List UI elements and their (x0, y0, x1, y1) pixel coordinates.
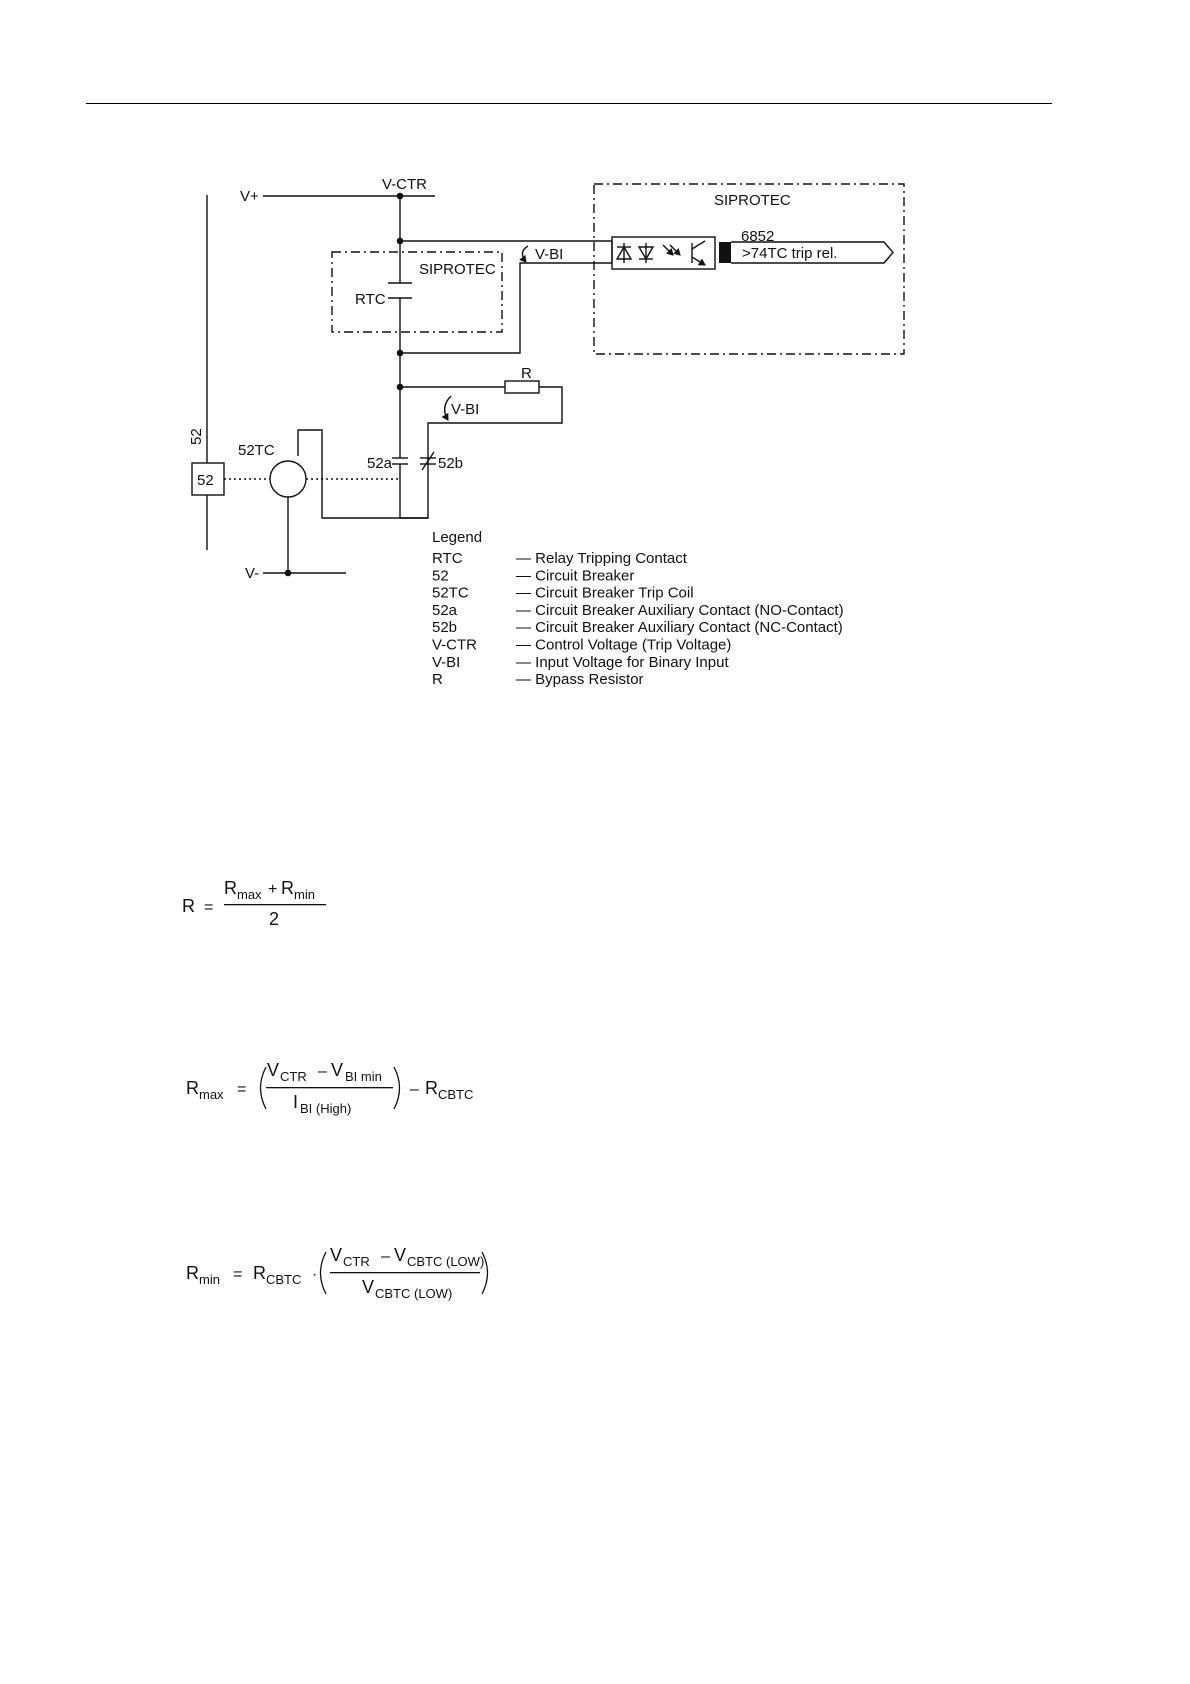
contact-52b-label: 52b (438, 455, 463, 472)
v-bi-upper-arrow (519, 245, 529, 263)
fraction-bar (266, 1087, 393, 1089)
v-plus-label: V+ (240, 188, 259, 205)
formula-term: R (224, 878, 237, 898)
formula-lhs: R (186, 1078, 199, 1098)
formula-subscript: CBTC (438, 1087, 473, 1102)
siprotec-large-label: SIPROTEC (714, 192, 791, 209)
legend-key: 52TC (432, 585, 469, 602)
formula-subscript: CBTC (LOW) (375, 1286, 452, 1301)
formula-subscript: max (199, 1087, 224, 1102)
v-bi-upper-label: V-BI (535, 246, 563, 263)
breaker-52-box (191, 462, 225, 496)
bypass-resistor (504, 380, 540, 394)
legend-key: 52b (432, 619, 457, 636)
legend-key: R (432, 671, 443, 688)
formula-term: V (394, 1245, 406, 1265)
siprotec-small-label: SIPROTEC (419, 261, 496, 278)
fraction-bar (224, 904, 326, 906)
trip-coil-52tc (269, 460, 307, 498)
formula-term: V (267, 1060, 279, 1080)
formula-operator: – (381, 1248, 390, 1265)
msg-number-label: 6852 (741, 228, 774, 245)
formula-subscript: BI min (345, 1069, 382, 1084)
msg-text-label: >74TC trip rel. (742, 245, 837, 262)
resistor-branch-return (297, 386, 563, 519)
formula-subscript: CBTC (266, 1272, 301, 1287)
right-paren (393, 1066, 401, 1110)
legend-title: Legend (432, 529, 482, 546)
circuit-diagram: V+ V-CTR SIPROTEC SIPROTEC RTC V-BI 6852… (188, 176, 905, 688)
formula-denominator: V (362, 1277, 374, 1297)
v-bi-lower-arrow (441, 395, 452, 421)
formula-equals: = (237, 1081, 246, 1098)
contact-52b-slash (421, 451, 435, 471)
formula-subscript: min (294, 887, 315, 902)
coil-52tc-label: 52TC (238, 442, 275, 459)
formula-rmin: R min = R CBTC · V CTR – V CBTC (LOW) V … (186, 1240, 526, 1316)
left-paren (319, 1251, 327, 1295)
formula-equals: = (233, 1266, 242, 1283)
contact-52a-label: 52a (367, 455, 393, 472)
legend-description: — Circuit Breaker Trip Coil (516, 585, 694, 602)
legend-description: — Circuit Breaker Auxiliary Contact (NO-… (516, 602, 844, 619)
formula-denominator: 2 (269, 909, 279, 929)
fraction-bar (330, 1272, 480, 1274)
formula-term: R (281, 878, 294, 898)
legend-description: — Circuit Breaker Auxiliary Contact (NC-… (516, 619, 843, 636)
left-paren (259, 1066, 267, 1110)
rtc-label: RTC (355, 291, 386, 308)
breaker-52-vertical-label: 52 (188, 428, 205, 445)
formula-subscript: BI (High) (300, 1101, 351, 1116)
formula-operator: – (318, 1063, 327, 1080)
message-output-arrow (731, 241, 894, 264)
light-arrows-icon (662, 244, 681, 256)
diode-icon (615, 243, 633, 263)
header-rule (86, 103, 1052, 104)
message-flag (719, 242, 731, 263)
formula-term: V (330, 1245, 342, 1265)
legend-description: — Control Voltage (Trip Voltage) (516, 637, 731, 654)
formula-operator: · (312, 1266, 317, 1283)
v-ctr-label: V-CTR (382, 176, 427, 193)
legend-description: — Input Voltage for Binary Input (516, 654, 729, 671)
siprotec-small-box (331, 251, 503, 333)
formula-subscript: max (237, 887, 262, 902)
formula-subscript: CTR (343, 1254, 370, 1269)
legend-key: RTC (432, 550, 463, 567)
legend-key: V-CTR (432, 637, 477, 654)
formula-subscript: CBTC (LOW) (407, 1254, 484, 1269)
formula-term: R (425, 1078, 438, 1098)
contact-52a-return (399, 480, 428, 519)
led-icon (637, 243, 655, 263)
legend-key: 52 (432, 567, 449, 584)
formula-lhs: R (186, 1263, 199, 1283)
binary-input-return-line (400, 262, 612, 354)
formula-denominator: I (293, 1092, 298, 1112)
formula-subscript: min (199, 1272, 220, 1287)
legend-description: — Bypass Resistor (516, 671, 644, 688)
formula-term: V (331, 1060, 343, 1080)
legend: Legend RTC — Relay Tripping Contact 52 — Ci… (432, 529, 844, 688)
formula-operator: – (410, 1081, 419, 1098)
formula-equals: = (204, 899, 213, 916)
siprotec-large-box (593, 183, 905, 355)
formula-rmax: R max = V CTR – V BI min I BI (High) – R… (186, 1055, 486, 1131)
right-paren (481, 1251, 489, 1295)
legend-key: 52a (432, 602, 458, 619)
junction-dot (284, 569, 292, 577)
breaker-52-label: 52 (197, 472, 214, 489)
phototransistor-icon (691, 240, 706, 266)
legend-description: — Circuit Breaker (516, 567, 634, 584)
legend-key: V-BI (432, 654, 460, 671)
formula-r: R = R max + R min 2 (180, 872, 380, 944)
resistor-label: R (521, 365, 532, 382)
formula-term: R (253, 1263, 266, 1283)
legend-description: — Relay Tripping Contact (516, 550, 688, 567)
formula-subscript: CTR (280, 1069, 307, 1084)
formula-operator: + (268, 881, 277, 898)
formula-lhs: R (182, 896, 195, 916)
v-bi-lower-label: V-BI (451, 401, 479, 418)
v-minus-label: V- (245, 565, 259, 582)
